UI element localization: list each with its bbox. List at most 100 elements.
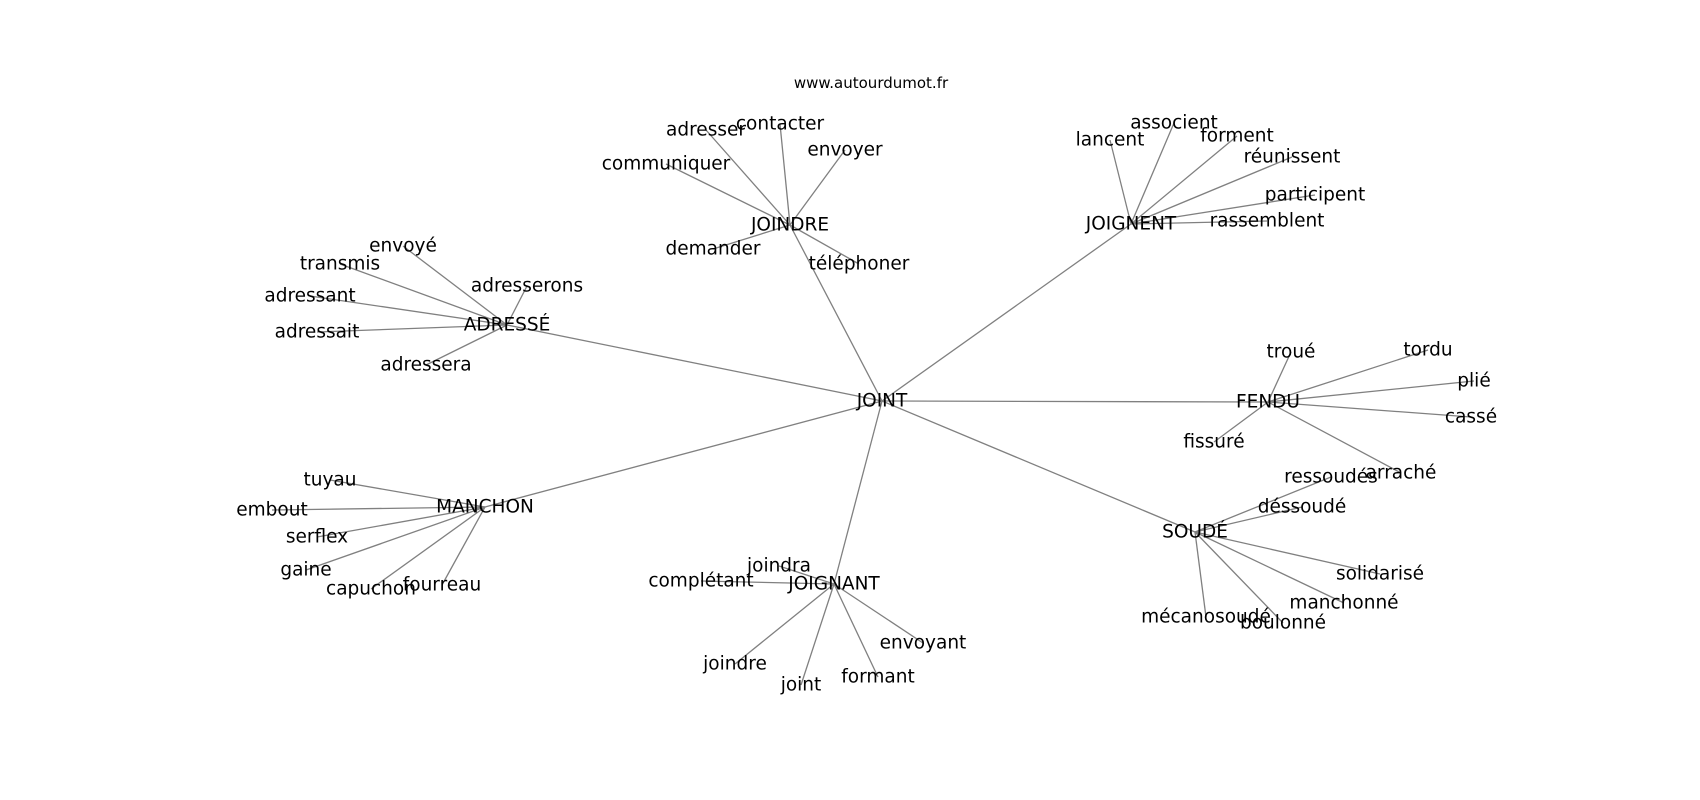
hub-node-manchon: MANCHON [436, 497, 534, 518]
edge-joindre-leaf-2 [665, 163, 791, 226]
edge-soude-leaf-0 [1194, 476, 1332, 533]
edge-joignent-leaf-2 [1130, 135, 1238, 225]
leaf-node-fendu-2: plié [1457, 371, 1490, 392]
leaf-node-adresse-2: adresserons [471, 276, 583, 297]
leaf-node-joignent-5: rassemblent [1210, 211, 1325, 232]
site-watermark: www.autourdumot.fr [794, 74, 949, 92]
edge-adresse-leaf-1 [339, 263, 508, 326]
edge-soude-leaf-4 [1194, 531, 1207, 618]
leaf-node-fendu-3: cassé [1445, 407, 1497, 428]
leaf-node-adresse-4: adressait [275, 322, 360, 343]
edge-joignant-leaf-3 [734, 583, 835, 665]
edge-manchon-leaf-0 [329, 479, 486, 508]
edge-joindre-leaf-0 [705, 129, 791, 226]
leaf-node-joignant-3: joindre [702, 654, 767, 675]
leaf-node-adresse-3: adressant [264, 286, 355, 307]
leaf-node-fendu-4: fissuré [1183, 432, 1244, 453]
leaf-node-fendu-0: troué [1267, 342, 1316, 363]
edge-manchon-leaf-2 [316, 506, 486, 538]
leaf-node-manchon-3: gaine [280, 560, 331, 581]
edge-soude-leaf-3 [1194, 531, 1345, 604]
hub-node-adresse: ADRESSÉ [464, 314, 551, 336]
edge-adresse-leaf-3 [309, 295, 508, 326]
edge-fendu-leaf-0 [1267, 351, 1292, 403]
leaf-node-soude-0: ressoudés [1284, 467, 1378, 488]
edge-joignent-leaf-0 [1109, 139, 1132, 225]
leaf-node-joindre-2: communiquer [602, 154, 731, 175]
hub-node-joindre: JOINDRE [750, 215, 829, 236]
edge-manchon-leaf-3 [305, 506, 486, 571]
leaf-node-fendu-1: tordu [1403, 340, 1452, 361]
leaf-node-joignent-4: participent [1265, 185, 1366, 206]
edge-center-adresse [506, 324, 883, 402]
leaf-node-joindre-4: demander [666, 239, 761, 260]
edge-center-fendu [881, 400, 1269, 403]
leaf-node-soude-1: déssoudé [1258, 497, 1347, 518]
hub-node-joignent: JOIGNENT [1085, 214, 1177, 235]
leaf-node-adresse-1: transmis [300, 254, 380, 275]
edge-joindre-leaf-5 [789, 224, 860, 265]
leaf-node-joignant-1: complétant [648, 571, 753, 592]
edge-fendu-leaf-4 [1213, 401, 1269, 443]
edge-joignent-leaf-5 [1130, 220, 1268, 225]
leaf-node-joignent-2: forment [1200, 126, 1274, 147]
leaf-node-soude-2: solidarisé [1336, 564, 1424, 585]
leaf-node-manchon-1: embout [236, 500, 307, 521]
labels-layer: www.autourdumot.fr JOINTJOINDREadresserc… [236, 74, 1497, 696]
leaf-node-joindre-1: contacter [736, 114, 825, 135]
leaf-node-adresse-0: envoyé [369, 236, 437, 257]
leaf-node-soude-4: mécanosoudé [1141, 607, 1271, 628]
edge-joignant-leaf-1 [700, 580, 835, 585]
edge-manchon-leaf-5 [441, 506, 486, 586]
leaf-node-joindre-5: téléphoner [809, 254, 910, 275]
edge-center-joignent [881, 223, 1132, 402]
leaf-node-joignent-0: lancent [1076, 130, 1145, 151]
edge-adresse-leaf-4 [316, 324, 508, 333]
leaf-node-joindre-3: envoyer [807, 140, 883, 161]
edge-center-manchon [484, 400, 883, 508]
leaf-node-joignent-1: associent [1130, 113, 1218, 134]
leaf-node-manchon-2: serflex [286, 527, 348, 548]
leaf-node-joignant-5: formant [841, 667, 914, 688]
edge-manchon-leaf-1 [271, 506, 486, 511]
edge-fendu-leaf-5 [1267, 401, 1402, 474]
edges-layer [271, 122, 1475, 686]
edge-joindre-leaf-1 [779, 123, 791, 226]
edge-fendu-leaf-3 [1267, 401, 1472, 418]
leaf-node-manchon-5: fourreau [403, 575, 481, 596]
leaf-node-joignant-4: joint [780, 675, 822, 696]
leaf-node-fendu-5: arraché [1366, 463, 1437, 484]
edge-joignant-leaf-2 [833, 583, 924, 644]
edge-adresse-leaf-0 [402, 245, 508, 326]
edge-joignant-leaf-4 [800, 583, 835, 686]
edge-center-soude [881, 400, 1196, 533]
edge-center-joindre [789, 224, 883, 402]
edge-joignent-leaf-4 [1130, 194, 1316, 225]
hub-node-joignant: JOIGNANT [787, 574, 880, 595]
edge-joignent-leaf-1 [1130, 122, 1175, 225]
hub-node-fendu: FENDU [1236, 392, 1300, 413]
edge-adresse-leaf-5 [425, 324, 508, 366]
edge-joignant-leaf-0 [778, 565, 835, 585]
edge-fendu-leaf-2 [1267, 380, 1475, 403]
leaf-node-manchon-4: capuchon [326, 579, 416, 600]
edge-joindre-leaf-3 [789, 149, 846, 226]
leaf-node-joignant-2: envoyant [880, 633, 967, 654]
edge-manchon-leaf-4 [370, 506, 486, 590]
leaf-node-soude-5: boulonné [1240, 613, 1326, 634]
edge-adresse-leaf-2 [506, 285, 528, 326]
edge-center-joignant [833, 400, 883, 585]
leaf-node-joignant-0: joindra [746, 556, 811, 577]
center-node-label: JOINT [856, 391, 908, 412]
edge-joignant-leaf-5 [833, 583, 879, 678]
leaf-node-adresse-5: adressera [380, 355, 471, 376]
edge-soude-leaf-1 [1194, 506, 1303, 533]
leaf-node-soude-3: manchonné [1289, 593, 1398, 614]
edge-soude-leaf-2 [1194, 531, 1381, 575]
leaf-node-joindre-0: adresser [666, 120, 746, 141]
edge-fendu-leaf-1 [1267, 349, 1429, 403]
edge-joignent-leaf-3 [1130, 156, 1293, 225]
edge-joindre-leaf-4 [712, 224, 791, 250]
hub-node-soude: SOUDÉ [1162, 521, 1228, 543]
